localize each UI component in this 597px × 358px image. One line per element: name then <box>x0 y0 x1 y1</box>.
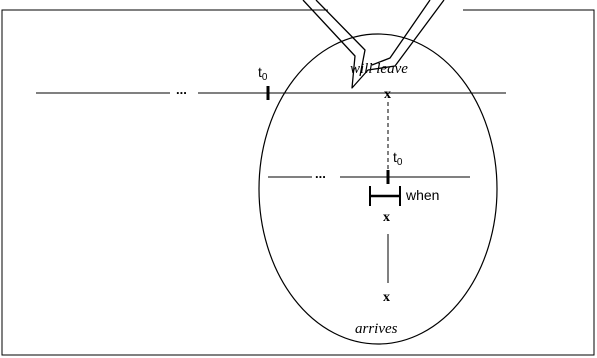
when-label: when <box>405 187 439 203</box>
pointer-arrow-inner <box>316 0 430 76</box>
upper-timeline-ellipsis: ... <box>176 82 187 97</box>
context-oval <box>259 34 497 344</box>
lower-t0-label: t0 <box>393 149 403 168</box>
arrives-label: arrives <box>355 321 398 337</box>
when-event-marker: x <box>383 210 390 225</box>
leave-event-marker: x <box>384 87 391 102</box>
lower-timeline-ellipsis: ... <box>315 166 326 181</box>
arrive-event-marker: x <box>383 290 390 305</box>
upper-t0-label: t0 <box>258 64 268 83</box>
